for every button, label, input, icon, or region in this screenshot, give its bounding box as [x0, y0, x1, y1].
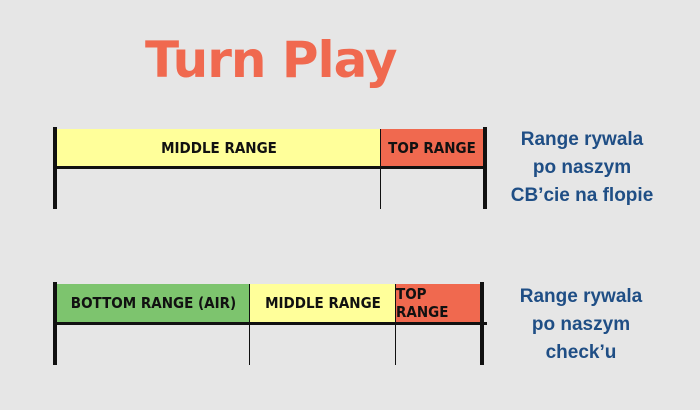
caption-check: Range rywala po naszym check’u: [491, 283, 671, 367]
caption-line: check’u: [545, 342, 617, 363]
page-title: Turn Play: [145, 31, 397, 89]
caption-line: Range rywala: [519, 286, 643, 307]
divider: [249, 284, 250, 365]
bottom-range-bar: BOTTOM RANGE (AIR): [57, 284, 250, 322]
top-range-bar: TOP RANGE: [396, 284, 480, 322]
left-boundary: [53, 282, 57, 365]
left-boundary: [53, 127, 57, 209]
middle-range-label: MIDDLE RANGE: [161, 139, 277, 157]
caption-flop-cbet: Range rywala po naszym CB’cie na flopie: [492, 126, 672, 210]
baseline: [53, 166, 487, 169]
caption-line: po naszym: [532, 157, 632, 178]
bottom-range-label: BOTTOM RANGE (AIR): [70, 294, 237, 312]
right-boundary: [480, 282, 484, 365]
middle-range-bar: MIDDLE RANGE: [57, 129, 381, 167]
caption-line: Range rywala: [520, 129, 644, 150]
middle-range-label: MIDDLE RANGE: [265, 294, 381, 312]
divider: [380, 129, 381, 209]
top-range-bar: TOP RANGE: [381, 129, 483, 167]
caption-line: CB’cie na flopie: [510, 185, 654, 206]
baseline: [53, 322, 487, 325]
right-boundary: [483, 127, 487, 209]
top-range-label: TOP RANGE: [396, 285, 449, 321]
divider: [395, 284, 396, 365]
caption-line: po naszym: [531, 314, 631, 335]
top-range-label: TOP RANGE: [388, 139, 476, 157]
middle-range-bar: MIDDLE RANGE: [250, 284, 396, 322]
